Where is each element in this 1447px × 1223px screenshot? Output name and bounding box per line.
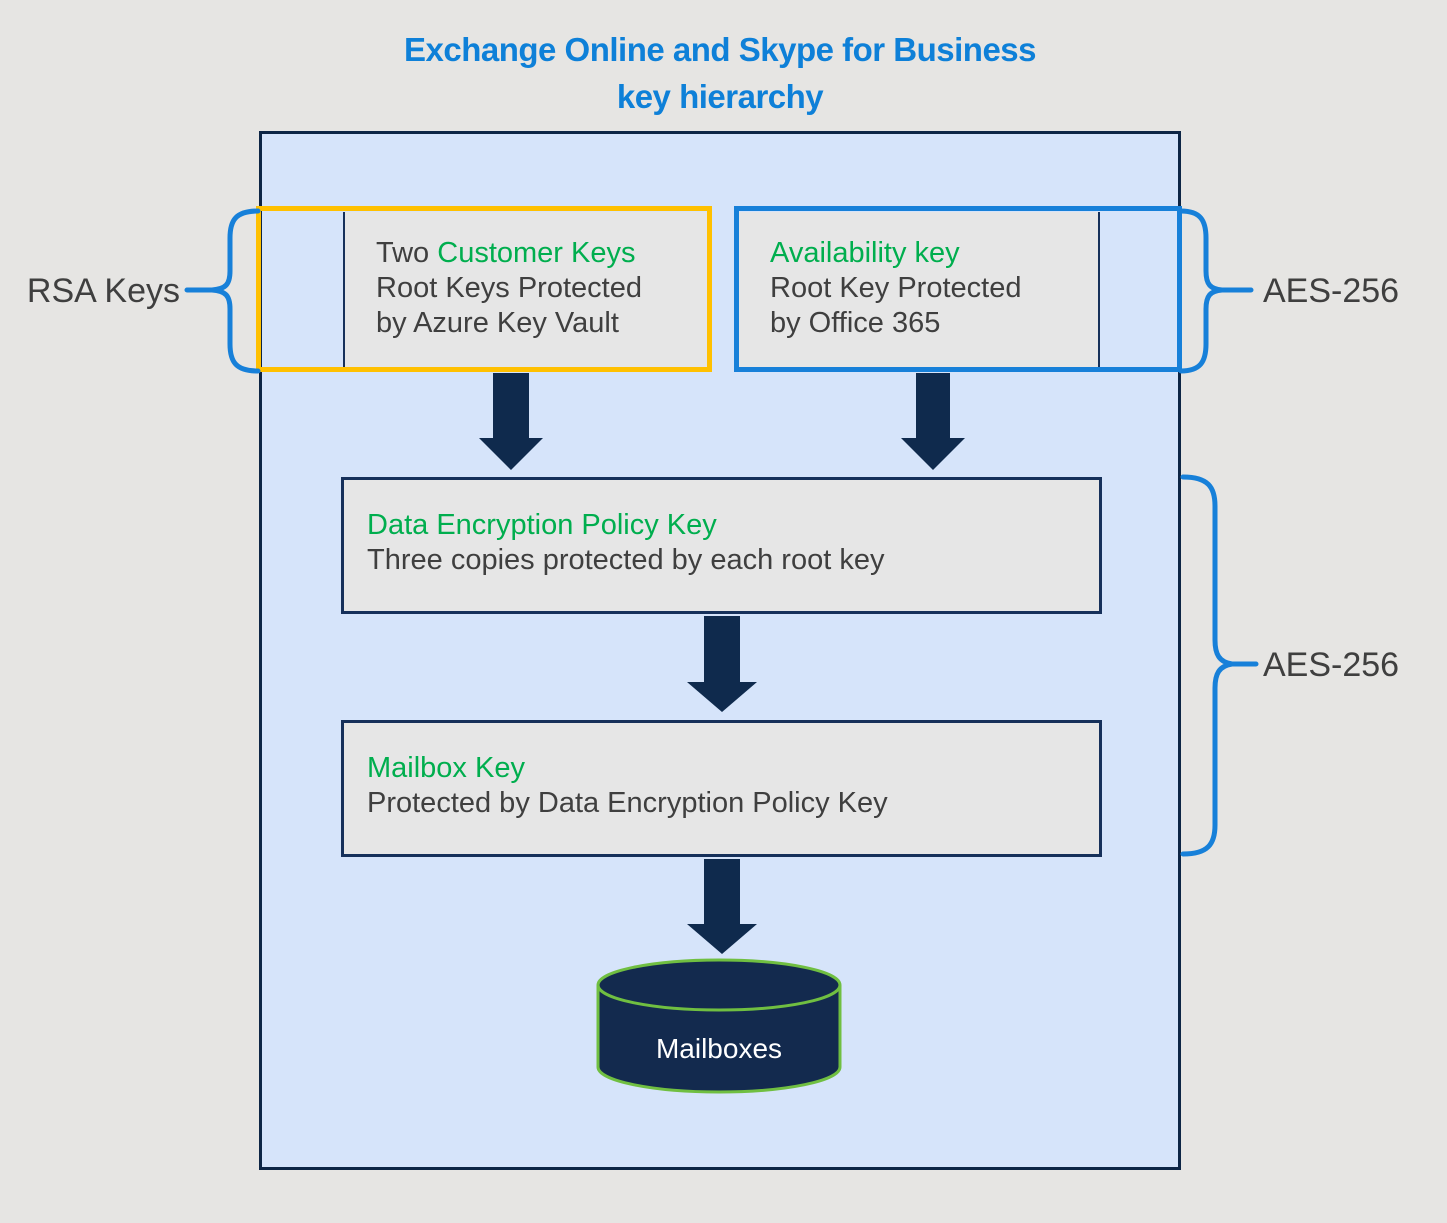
aes-bottom-curly-brace-icon [1180,474,1259,857]
customer-keys-title: Customer Keys [437,237,636,269]
availability-key-line3: by Office 365 [770,307,941,339]
availability-key-box: Availability key Root Key Protected by O… [739,212,1100,368]
customer-keys-box: Two Customer Keys Root Keys Protected by… [343,212,710,368]
rsa-curly-brace-icon [184,208,261,374]
rsa-keys-label: RSA Keys [26,272,180,310]
aes-256-bottom-label: AES-256 [1263,646,1400,684]
dep-key-title: Data Encryption Policy Key [367,509,717,541]
mailbox-key-line2: Protected by Data Encryption Policy Key [367,787,888,819]
diagram-title-line1: Exchange Online and Skype for Business [403,31,1037,68]
diagram-title: Exchange Online and Skype for Business k… [259,26,1181,120]
dep-key-line2: Three copies protected by each root key [367,544,885,576]
mailbox-key-title: Mailbox Key [367,752,525,784]
customer-keys-title-line: Two Customer Keys [376,236,710,271]
mailboxes-label: Mailboxes [655,1033,783,1064]
aes-highlight-frame [734,206,1182,372]
diagram-title-line2: key hierarchy [616,78,824,115]
customer-keys-prefix: Two [376,237,438,269]
availability-key-line2: Root Key Protected [770,272,1022,304]
availability-key-title: Availability key [770,237,960,269]
mailbox-key-box: Mailbox Key Protected by Data Encryption… [341,720,1102,857]
data-encryption-policy-key-box: Data Encryption Policy Key Three copies … [341,477,1102,614]
aes-256-top-label: AES-256 [1263,272,1400,310]
customer-keys-line2: Root Keys Protected [376,272,642,304]
rsa-highlight-frame [256,206,712,372]
customer-keys-line3: by Azure Key Vault [376,307,619,339]
aes-top-curly-brace-icon [1178,208,1254,374]
